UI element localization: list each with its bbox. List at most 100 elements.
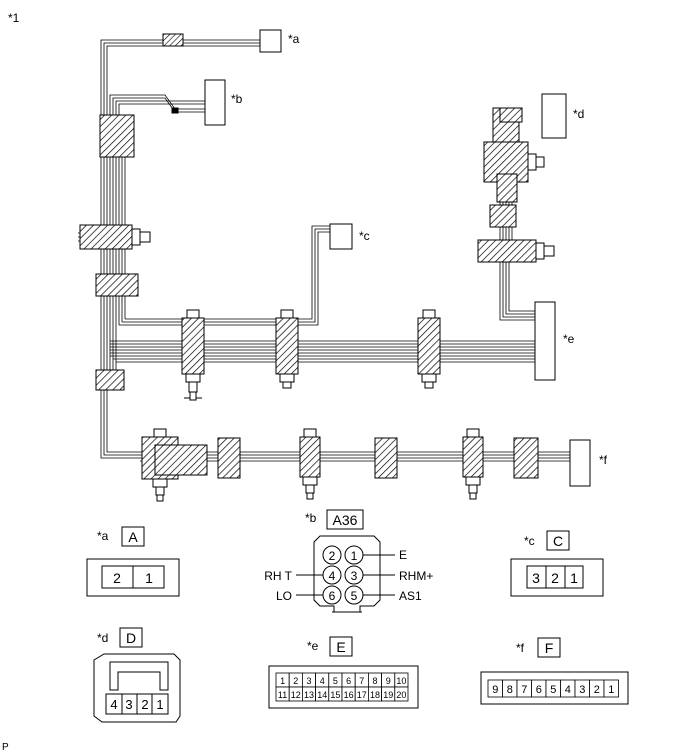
connector-e-pin: 16	[344, 690, 354, 700]
bolt-icon	[184, 373, 202, 401]
connector-e-pin: 19	[383, 690, 393, 700]
connector-e-pin: 12	[291, 690, 301, 700]
connector-e-pin: 7	[359, 676, 364, 686]
connector-c-ref: *c	[524, 534, 535, 548]
connector-a-ref: *a	[97, 529, 109, 543]
corner-label: P	[2, 742, 9, 753]
clamp	[499, 107, 523, 123]
connector-e-pin: 1	[280, 676, 285, 686]
connector-f-pin: 2	[594, 684, 600, 696]
bolt-icon	[131, 228, 151, 246]
clamp	[162, 33, 184, 47]
connector-a-body	[259, 29, 282, 53]
clamp	[513, 437, 539, 479]
connector-c-body	[329, 223, 353, 250]
harness-clamps	[79, 33, 539, 480]
bolt-icon	[535, 242, 555, 260]
connector-e-pin: 6	[346, 676, 351, 686]
connector-d-ref: *d	[97, 631, 108, 645]
connector-c-pin: 1	[570, 570, 578, 586]
connector-b-pin-label: E	[399, 548, 407, 562]
connector-e-body	[534, 301, 556, 381]
connector-e-pin: 9	[386, 676, 391, 686]
connector-d-code: D	[126, 630, 136, 646]
connector-b-pin-label: LO	[276, 589, 292, 603]
clamp	[154, 444, 208, 476]
callout-c: *c	[359, 229, 370, 243]
connector-d-pin: 4	[110, 697, 117, 712]
connector-e-pin: 5	[333, 676, 338, 686]
connector-b-pin: 4	[329, 569, 336, 583]
connector-f-pin: 7	[521, 684, 527, 696]
connector-f-body	[569, 439, 591, 487]
connector-b-pin: 2	[329, 549, 336, 563]
bolt-icon	[465, 428, 481, 500]
clamp	[489, 204, 517, 228]
clamp	[79, 224, 133, 250]
connector-d-body	[541, 93, 567, 139]
connector-e-pin: 13	[304, 690, 314, 700]
connector-b-pin-label: RH T	[264, 569, 292, 583]
bolt-icon	[527, 153, 545, 171]
connector-e-pin: 17	[357, 690, 367, 700]
connector-b-pin-label: AS1	[399, 589, 422, 603]
connector-e-pin: 15	[330, 690, 340, 700]
connector-e-pin: 18	[370, 690, 380, 700]
connector-f-pin: 8	[507, 684, 513, 696]
bolt-fixings	[131, 153, 555, 502]
connector-f-pin: 1	[608, 684, 614, 696]
connector-f-ref: *f	[516, 641, 525, 655]
bolt-icon	[279, 373, 295, 389]
connector-b-body	[204, 79, 226, 126]
clamp	[374, 437, 398, 479]
connector-f-pin: 3	[579, 684, 585, 696]
connector-b-pin-label: RHM+	[399, 569, 433, 583]
bolt-icon	[421, 373, 437, 389]
connector-b-pin: 5	[351, 589, 358, 603]
clamp	[181, 317, 205, 375]
connector-a-face: *a A 2 1	[86, 526, 180, 597]
clamp	[99, 114, 135, 158]
connector-d-pin: 1	[156, 697, 163, 712]
connector-c-pin: 3	[532, 570, 540, 586]
callout-b: *b	[231, 92, 243, 106]
connector-f-pin: 9	[492, 684, 498, 696]
clamp	[417, 317, 441, 375]
connector-d-face: *d D 4 3 2 1	[93, 627, 181, 723]
bolt-icon	[152, 428, 168, 502]
connector-e-pin: 14	[317, 690, 327, 700]
connector-e-pin: 8	[372, 676, 377, 686]
connector-f-pin: 6	[536, 684, 542, 696]
connector-c-pin: 2	[551, 570, 559, 586]
connector-b-pin: 1	[351, 549, 358, 563]
clamp	[299, 436, 321, 478]
callout-d: *d	[573, 107, 584, 121]
connector-e-pin: 2	[293, 676, 298, 686]
connector-e-pin: 4	[320, 676, 325, 686]
clamp	[95, 273, 139, 297]
connector-e-pin: 10	[396, 676, 406, 686]
clamp	[95, 369, 125, 391]
connector-d-pin: 2	[141, 697, 148, 712]
connector-e-pin: 20	[396, 690, 406, 700]
connector-f-pin: 5	[550, 684, 556, 696]
connector-e-ref: *e	[307, 639, 319, 653]
connector-e-pin: 3	[306, 676, 311, 686]
callout-f: *f	[599, 453, 608, 467]
harness-connectors	[171, 29, 591, 487]
connector-e-code: E	[336, 639, 345, 655]
connector-a-code: A	[128, 529, 138, 545]
callout-e: *e	[563, 332, 575, 346]
connector-c-face: *c C 3 2 1	[510, 530, 604, 597]
connector-a-pin: 1	[145, 570, 153, 586]
connector-e-pin: 11	[278, 690, 287, 700]
connector-f-pin-cell	[603, 679, 619, 698]
figure-label: *1	[8, 11, 20, 25]
connector-b-ref: *b	[305, 511, 317, 525]
callout-a: *a	[288, 32, 300, 46]
connector-f-code: F	[545, 640, 554, 656]
